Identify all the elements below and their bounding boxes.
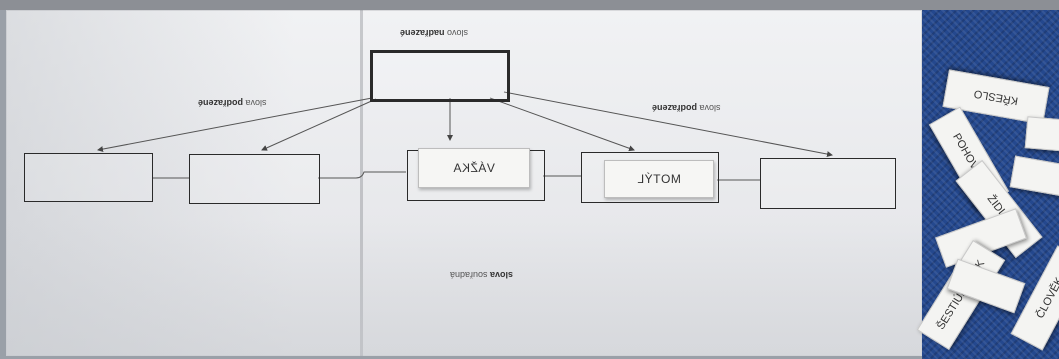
arrow-line bbox=[489, 97, 635, 152]
word-card-text: VÁŽKA bbox=[453, 161, 495, 175]
background-strip bbox=[0, 0, 1059, 10]
label-bold-text: podřazené bbox=[198, 98, 244, 108]
word-card-text: ČLOVĚK bbox=[1034, 275, 1059, 321]
subordinate-box bbox=[189, 154, 320, 204]
word-card-fragment[interactable] bbox=[1024, 116, 1059, 152]
connector-line bbox=[318, 171, 406, 179]
arrow-line bbox=[503, 91, 833, 158]
subordinate-box bbox=[24, 153, 153, 202]
label-superordinate: slovo nadřazené bbox=[400, 28, 468, 38]
arrow-line bbox=[97, 97, 373, 153]
label-coordinate: slova souřadná bbox=[450, 270, 513, 280]
word-card-text: KŘESLO bbox=[972, 87, 1020, 107]
subordinate-box bbox=[760, 158, 896, 209]
label-subordinate-right: slova podřazené bbox=[652, 103, 721, 113]
word-card[interactable]: MOTÝL bbox=[604, 160, 714, 198]
label-text: souřadná bbox=[450, 270, 488, 280]
label-bold-text: nadřazené bbox=[400, 28, 445, 38]
word-card[interactable]: VÁŽKA bbox=[418, 148, 530, 188]
label-text: slovo bbox=[444, 28, 469, 38]
label-bold-text: slova bbox=[487, 270, 514, 280]
word-card-text: MOTÝL bbox=[637, 172, 681, 186]
label-bold-text: podřazené bbox=[652, 103, 698, 113]
superordinate-box bbox=[370, 50, 510, 102]
arrow-line bbox=[261, 98, 377, 151]
label-text: slova bbox=[243, 98, 267, 108]
label-subordinate-left: slova podřazené bbox=[198, 98, 267, 108]
label-text: slova bbox=[697, 103, 721, 113]
